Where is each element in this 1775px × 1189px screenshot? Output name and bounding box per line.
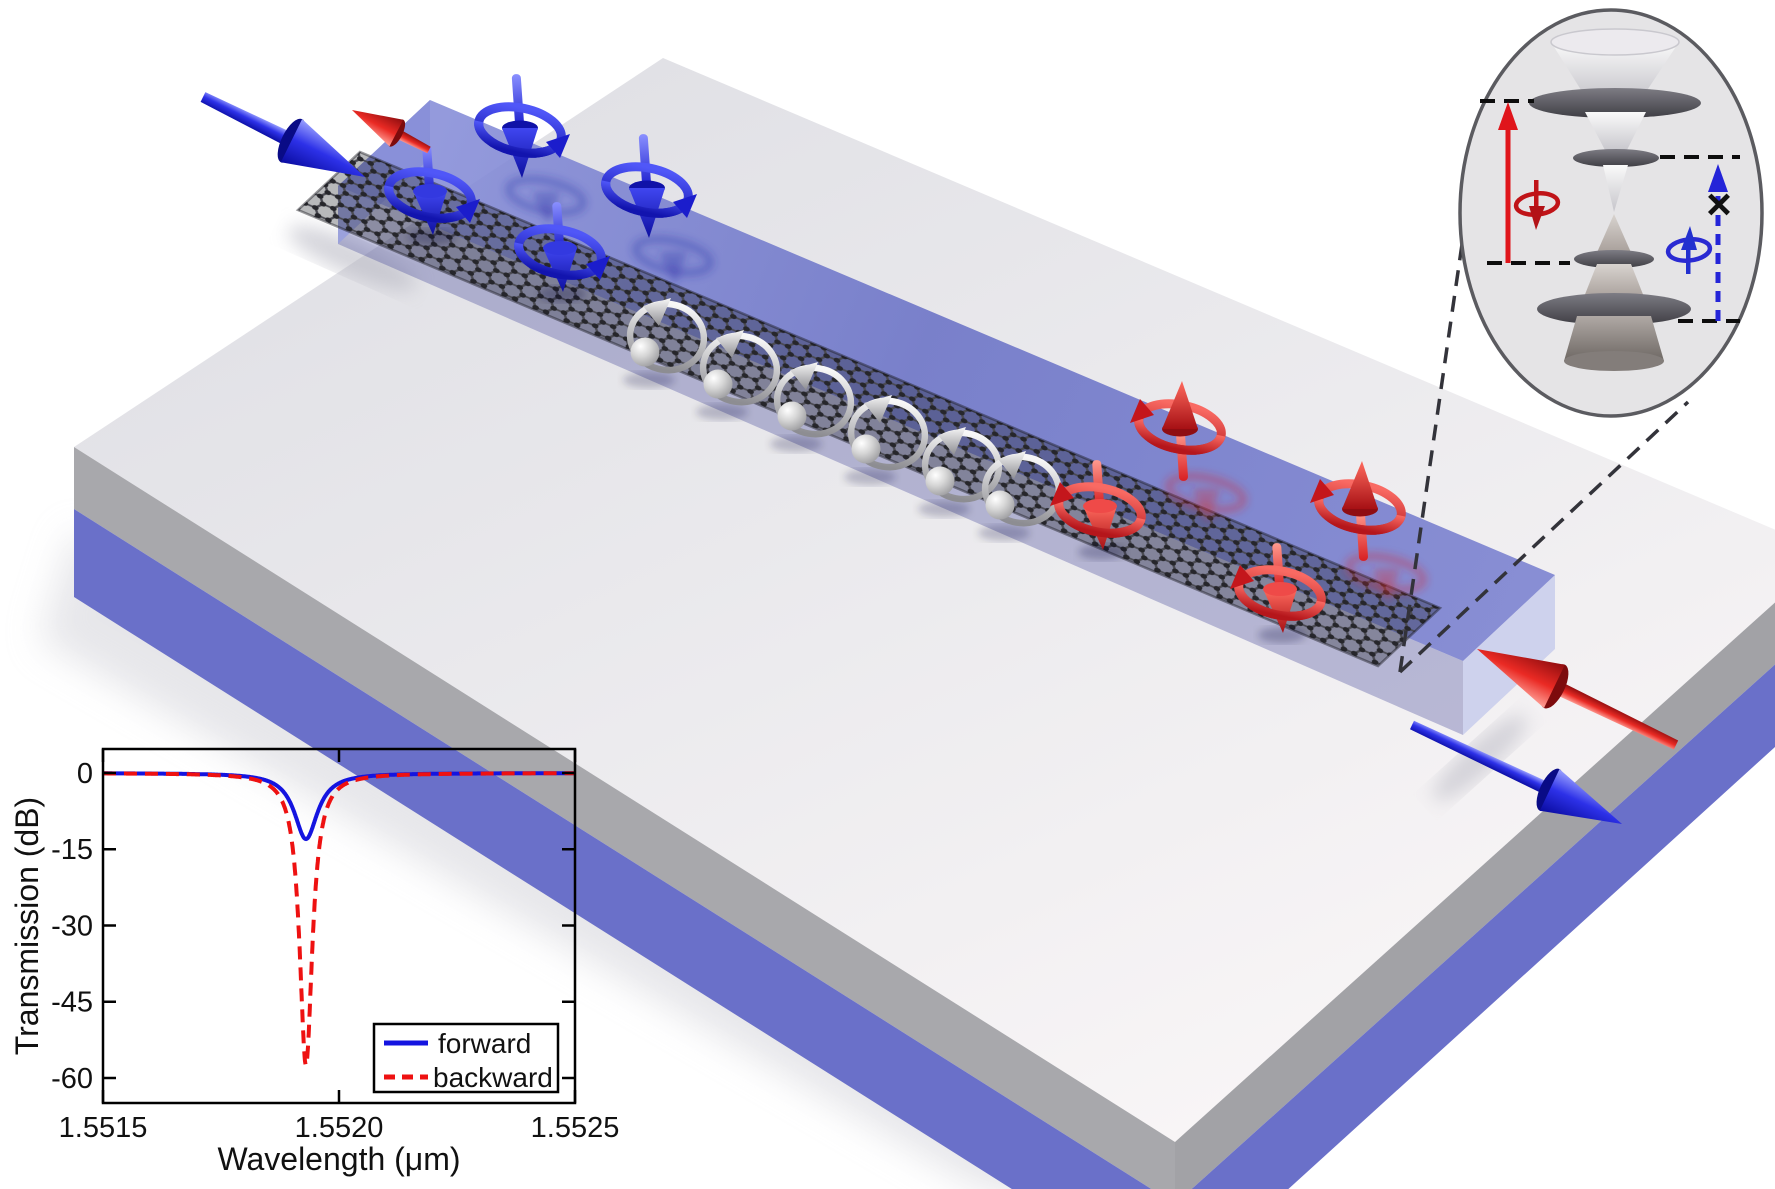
red-spin-top-marker [1050,460,1146,560]
input-forward-beam-icon [200,92,366,178]
photon-orbit-marker [844,395,929,485]
inset-callout [1398,195,1690,674]
y-tick-label: 0 [77,758,93,790]
lower-cone-mid [1582,264,1646,302]
x-tick-label: 1.5520 [295,1112,384,1144]
photon-sphere-icon [630,337,660,367]
orbit-arrowhead-icon [864,395,892,423]
substrate-top-face [74,58,1775,1142]
band-structure-inset: × [1458,8,1764,418]
forbidden-cross-mark: × [1706,180,1732,229]
photon-sphere-icon [777,401,807,431]
y-axis-label: Transmission (dB) [9,797,45,1055]
substrate-front-left-blue [74,509,1152,1189]
blue-spin-top-marker [384,145,480,245]
photon-sphere-icon [925,466,955,496]
energy-levels [1480,99,1740,323]
photon-orbit-marker [918,427,1003,517]
x-tick-label: 1.5525 [531,1112,620,1144]
legend-forward-label: forward [438,1028,531,1059]
orbit-ring-icon [847,397,929,471]
upper-small-disk [1573,149,1659,167]
callout-line-left [1398,195,1471,673]
dirac-cones [1529,28,1701,371]
red-spin-reflection [1164,472,1248,523]
blue-spin-arrow-down-marker [601,134,697,238]
allowed-arrowhead-icon [1498,102,1518,130]
y-tick-label: -60 [51,1063,93,1095]
legend-backward-label: backward [433,1062,553,1093]
photon-orbit-marker [770,362,855,452]
upper-cone-inner [1585,112,1646,152]
upper-cone-rim [1550,28,1680,56]
orbit-ring-icon [921,429,1003,503]
photon-sphere-icon [985,490,1015,520]
pedestal-base [1564,351,1664,371]
ridge-end-shadow-left [287,225,417,291]
cone-pedestal [1564,316,1664,361]
y-tick-label: -45 [51,987,93,1019]
orbit-ring-icon [699,332,781,406]
graphene-edge [295,150,1443,668]
upper-cone-outer [1551,42,1679,98]
beam-arrows-layer [200,92,1679,825]
photon-orbit-marker [623,298,708,388]
orbit-arrowhead-icon [938,427,966,455]
substrate [40,58,1775,1189]
x-tick-label: 1.5515 [59,1112,148,1144]
photon-orbit-marker [978,451,1063,541]
red-spin-reflection [1344,552,1428,603]
orbit-arrowhead-icon [790,362,818,390]
legend-box [372,1022,560,1094]
spin-up-icon [1665,226,1713,274]
y-tick-label: -15 [51,834,93,866]
inset-bubble [1458,8,1764,418]
chart-legend: forward backward [372,1022,560,1094]
red-spin-arrow-up-marker [1130,381,1226,481]
lower-small-disk [1574,250,1654,268]
spin-markers-layer [384,74,1428,643]
orbit-ring-icon [773,364,855,438]
reflected-backward-beam-icon [352,109,431,154]
callout-line-right [1398,400,1690,674]
orbit-arrowhead-icon [998,451,1026,479]
blue-spin-reflection [504,175,588,226]
substrate-front-right-grey [1175,602,1775,1189]
photon-sphere-icon [851,434,881,464]
lower-band-disk [1537,293,1691,325]
forbidden-arrowhead-icon [1708,164,1728,192]
output-forward-beam-icon [1410,720,1623,825]
y-tick-label: -30 [51,910,93,942]
curve-forward [103,771,575,842]
red-spin-arrow-up-marker [1310,461,1406,561]
upper-band-disk [1529,88,1701,118]
chart-ticks: 1.5515 1.5520 1.5525 0 -15 -30 -45 -60 [51,749,619,1144]
photon-sphere-icon [703,369,733,399]
chart-curves [103,771,575,1070]
blue-spin-reflection [631,235,715,286]
red-spin-top-marker [1230,543,1326,643]
substrate-front-right-blue [1191,664,1775,1189]
blue-spin-top-marker [514,202,610,302]
orbit-ring-icon [626,300,708,374]
allowed-transition [1498,102,1518,263]
photon-orbit-marker [696,330,781,420]
x-axis-label: Wavelength (μm) [217,1141,460,1177]
input-backward-beam-icon [1476,649,1679,750]
substrate-front-left-grey [74,447,1175,1189]
blue-spin-arrow-down-marker [474,74,570,178]
transmission-chart: 1.5515 1.5520 1.5525 0 -15 -30 -45 -60 Waveleng… [9,747,619,1177]
forbidden-transition: × [1706,164,1732,321]
orbit-arrowhead-icon [643,298,671,326]
lower-dirac-cone [1595,214,1633,257]
orbit-arrowhead-icon [716,330,744,358]
upper-dirac-cone [1603,165,1628,212]
spin-down-icon [1513,180,1561,230]
curve-backward [103,771,575,1070]
